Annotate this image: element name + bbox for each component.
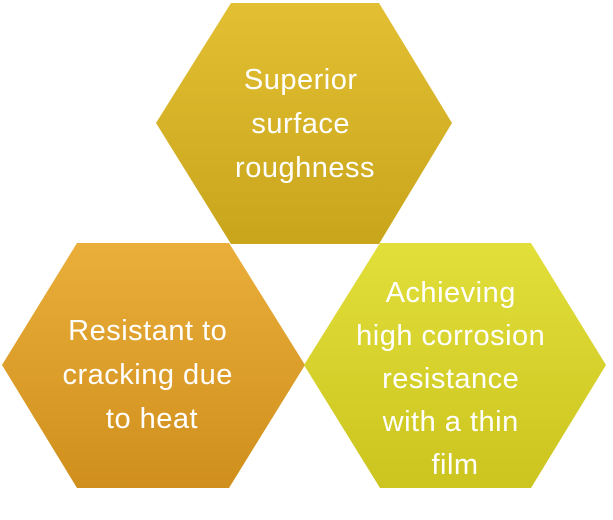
hexagon-resistant-to-cracking: Resistant to cracking due to heat — [2, 243, 305, 488]
hexagon-top-label: Superior surface roughness — [235, 64, 375, 184]
hexagon-top-line-2: surface — [251, 108, 350, 140]
hexagon-right-label: Achieving high corrosion resistance with… — [356, 277, 554, 481]
hexagon-right-line-2: high corrosion — [356, 320, 545, 352]
hexagon-left-line-2: cracking due — [63, 359, 233, 391]
hexagon-superior-surface-roughness: Superior surface roughness — [156, 3, 452, 244]
hexagon-right-line-3: resistance — [382, 363, 519, 395]
hexagon-right-line-1: Achieving — [386, 277, 516, 309]
hexagon-left-shape — [2, 243, 305, 488]
hexagon-top-shape — [156, 3, 452, 244]
hexagon-top-line-3: roughness — [235, 152, 375, 184]
hexagon-left-label: Resistant to cracking due to heat — [63, 315, 242, 435]
hexagon-high-corrosion-resistance: Achieving high corrosion resistance with… — [304, 243, 606, 488]
hexagon-left-line-1: Resistant to — [68, 315, 227, 347]
hexagon-left-line-3: to heat — [106, 403, 198, 435]
hexagon-top-line-1: Superior — [244, 64, 358, 96]
hexagon-right-shape — [304, 243, 606, 488]
hexagon-right-line-5: film — [431, 449, 478, 481]
hexagon-right-line-4: with a thin — [382, 406, 519, 438]
